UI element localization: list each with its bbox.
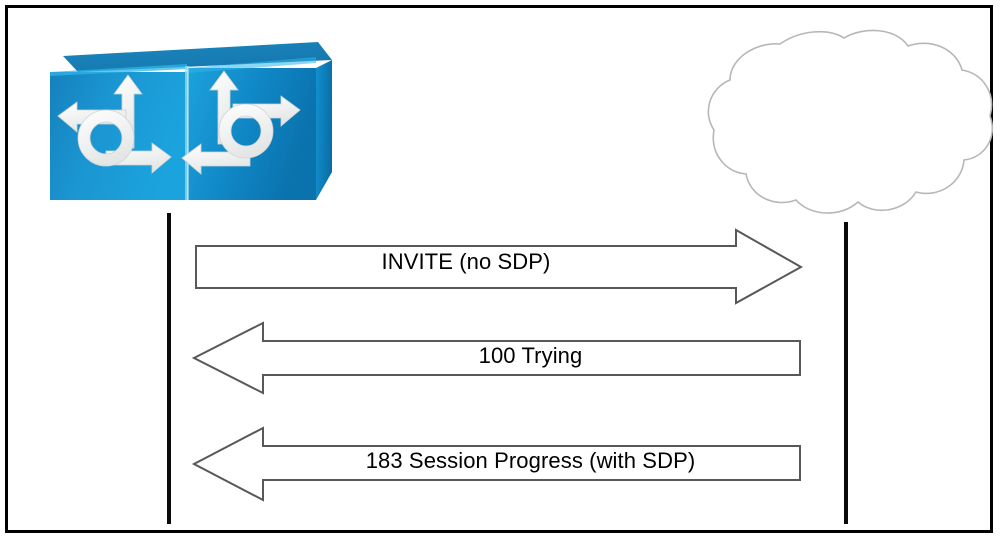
message-label-1: INVITE (no SDP) [381, 249, 551, 274]
message-arrow-2[interactable] [191, 318, 803, 398]
message-label-2: 100 Trying [478, 343, 583, 368]
router-lifeline [167, 213, 171, 524]
message-arrow-1[interactable] [194, 226, 804, 308]
router-icon [30, 32, 332, 200]
cloud-icon [668, 26, 998, 224]
message-label-3: 183 Session Progress (with SDP) [365, 448, 696, 473]
diagram-frame: INVITE (no SDP) 100 Trying 183 Session P… [5, 5, 994, 533]
cloud-lifeline [844, 222, 848, 524]
message-arrow-3[interactable] [191, 423, 803, 505]
